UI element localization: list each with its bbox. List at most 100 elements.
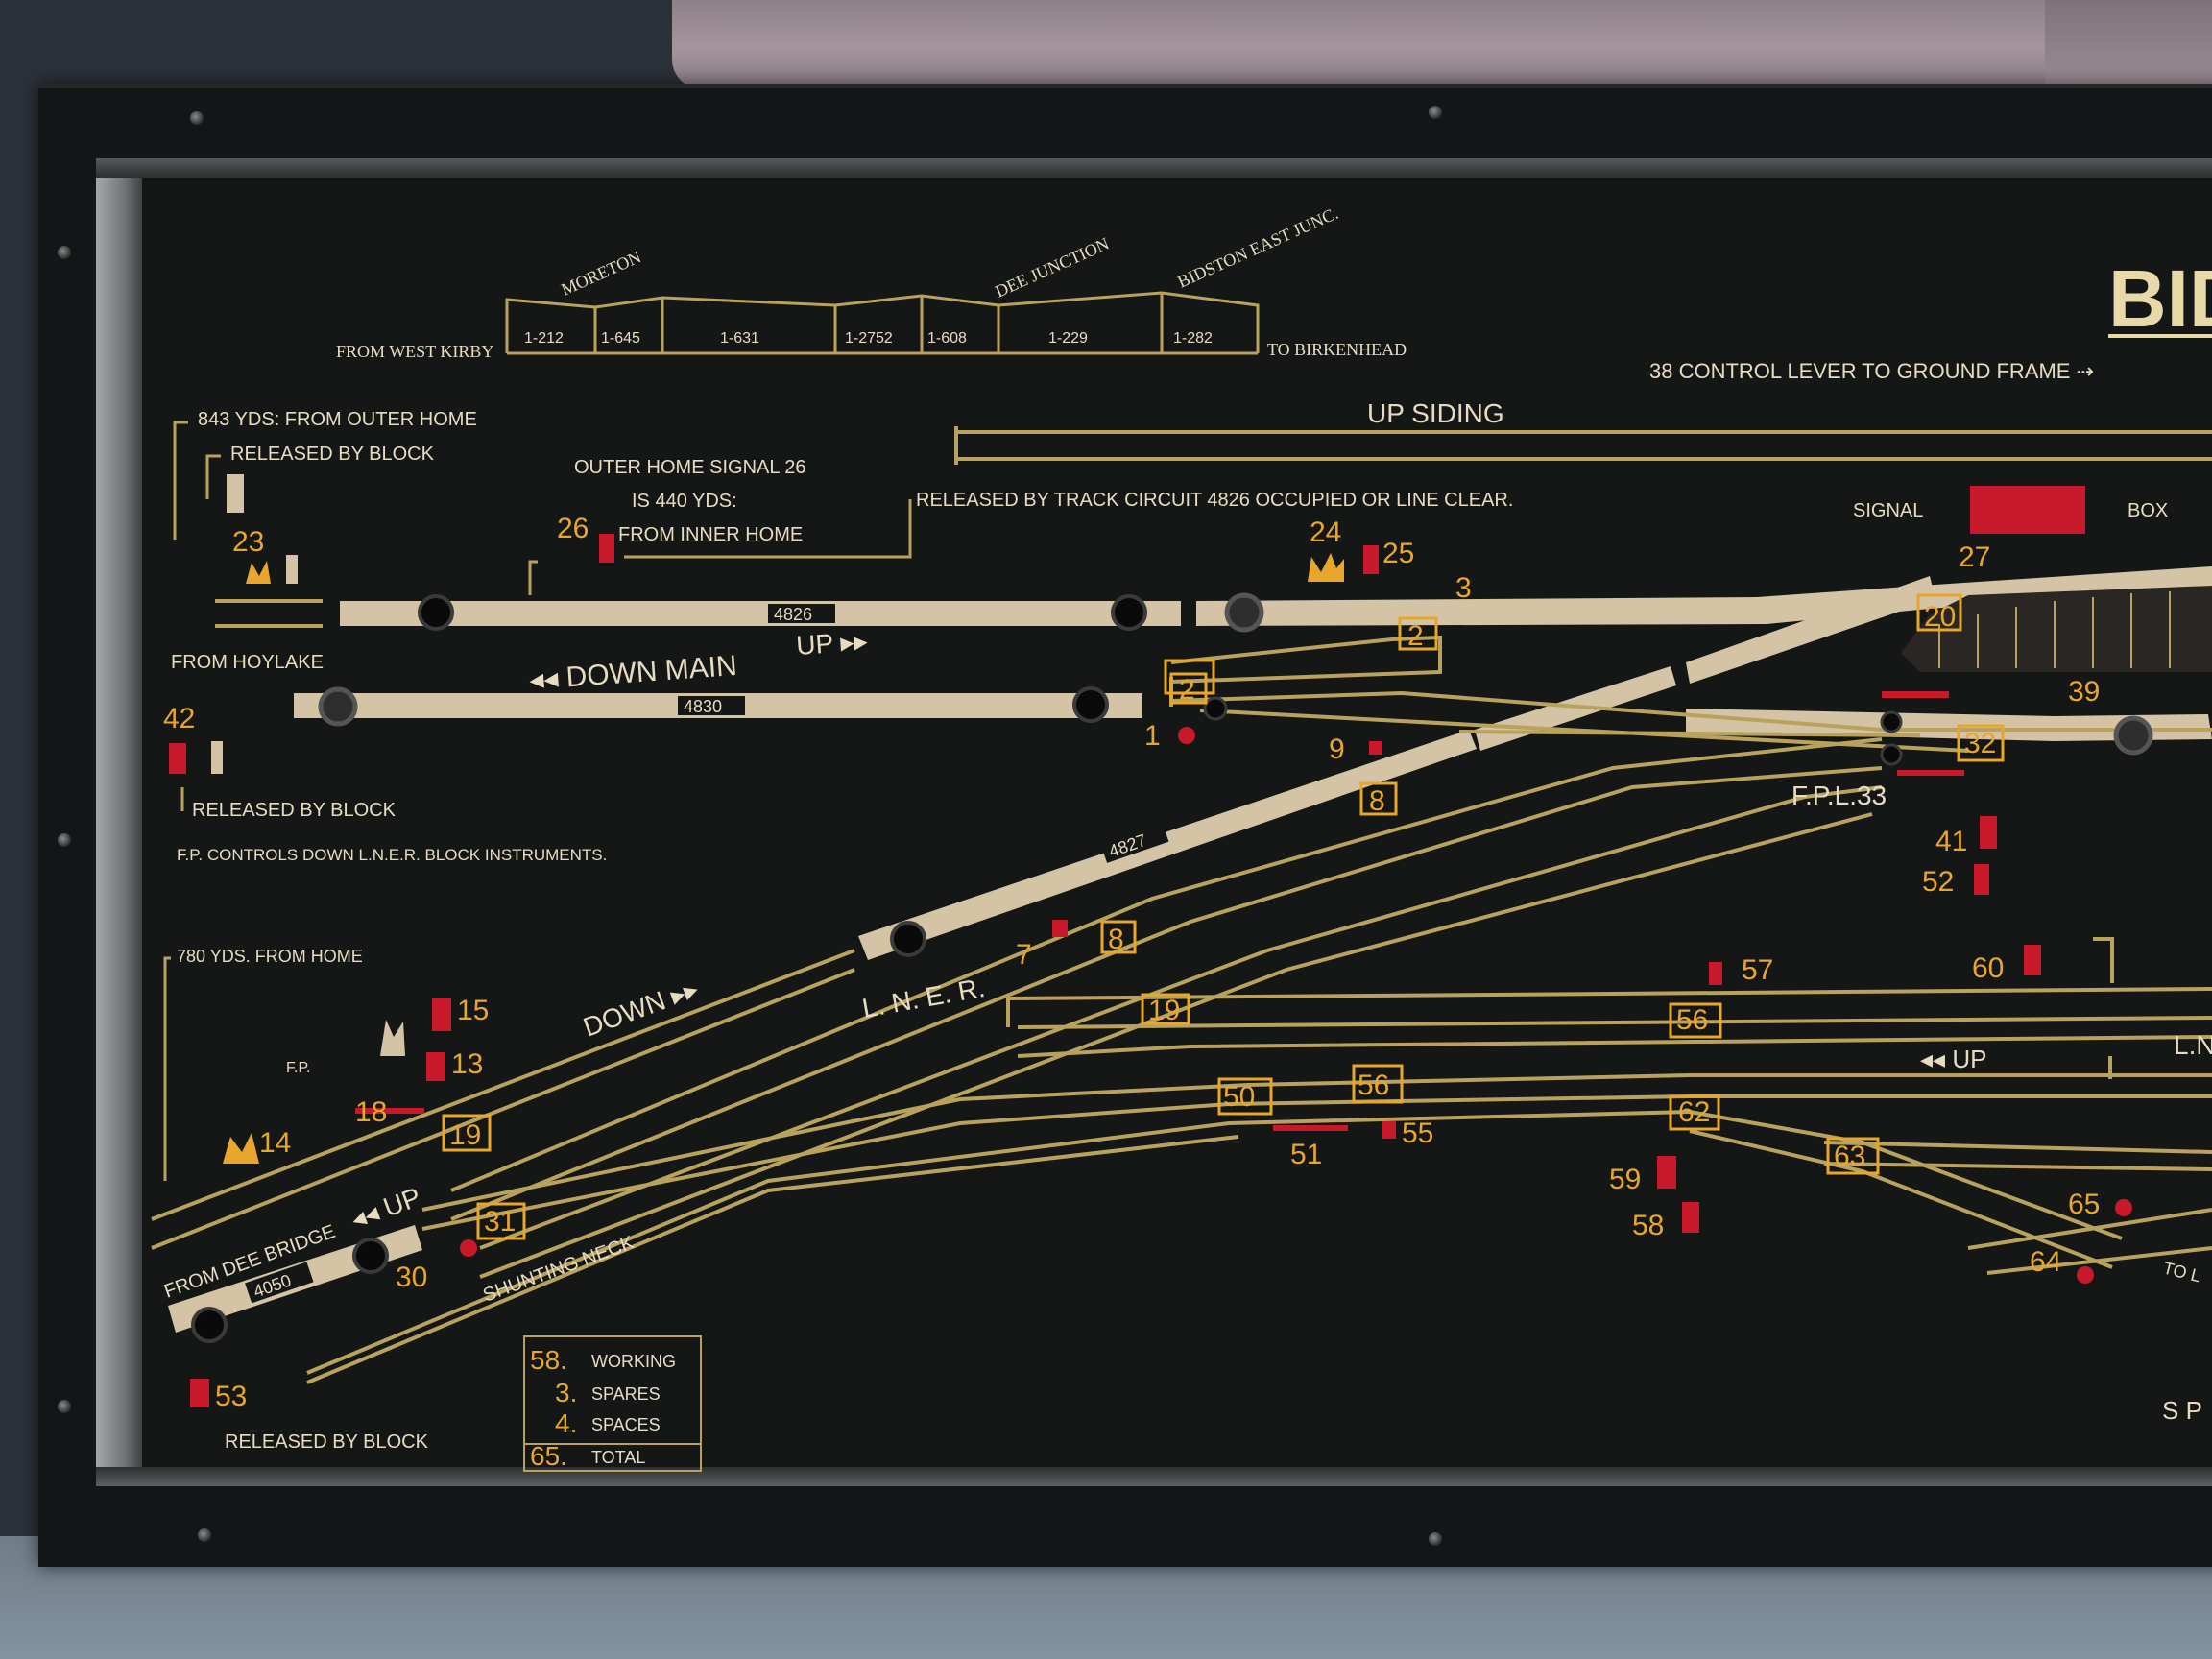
lever-summary-table: 58. WORKING 3. SPARES 4. SPACES 65. TOTA… bbox=[523, 1335, 702, 1472]
frame-screw bbox=[58, 833, 71, 847]
signal-42-indicator bbox=[169, 743, 186, 774]
lever-62: 62 bbox=[1678, 1096, 1710, 1128]
signal-32-upper bbox=[1882, 691, 1949, 698]
lever-32: 32 bbox=[1964, 728, 1996, 759]
note-brackets bbox=[163, 421, 912, 1181]
control-lever-note: 38 CONTROL LEVER TO GROUND FRAME ⇢ bbox=[1649, 359, 2094, 383]
lever-53: 53 bbox=[215, 1381, 247, 1412]
lever-63: 63 bbox=[1834, 1141, 1865, 1172]
track-circuit-4830: 4830 bbox=[684, 697, 722, 716]
summary-label: WORKING bbox=[591, 1352, 676, 1371]
signal-indicators bbox=[169, 534, 2132, 1407]
signal-9-indicator bbox=[1369, 741, 1382, 755]
lner-track-2 bbox=[1475, 666, 1676, 751]
lever-boxes bbox=[442, 593, 2005, 1240]
frame-screw bbox=[1429, 106, 1442, 119]
lner-right-label: L.N bbox=[2174, 1030, 2212, 1060]
up-siding-track bbox=[954, 426, 2212, 465]
fp-small-label: F.P. bbox=[286, 1060, 311, 1076]
track-circuit-note: RELEASED BY TRACK CIRCUIT 4826 OCCUPIED … bbox=[916, 490, 1513, 511]
lever-8-upper: 8 bbox=[1369, 785, 1385, 817]
lever-7: 7 bbox=[1016, 939, 1032, 971]
signal-13-indicator bbox=[426, 1052, 445, 1081]
thin-track-lines bbox=[151, 599, 2212, 1384]
cushion-background-right bbox=[2045, 0, 2212, 88]
diagram-title: BID bbox=[2108, 253, 2212, 344]
section-code: 1-608 bbox=[927, 330, 967, 347]
lever-65: 65 bbox=[2068, 1189, 2100, 1220]
sp-label: S P bbox=[2162, 1396, 2202, 1425]
signal-15-indicator bbox=[432, 998, 451, 1031]
track-circuit-4826: 4826 bbox=[774, 605, 812, 624]
yds-780-note: 780 YDS. FROM HOME bbox=[177, 947, 363, 966]
main-lines bbox=[168, 566, 2212, 1333]
section-code: 1-229 bbox=[1048, 330, 1088, 347]
frame-screw bbox=[198, 1528, 211, 1542]
lever-25: 25 bbox=[1382, 538, 1414, 569]
signal-53-indicator bbox=[190, 1379, 209, 1407]
lever-58: 58 bbox=[1632, 1210, 1664, 1241]
signal-23-arm bbox=[246, 561, 271, 584]
signal-52-indicator bbox=[1974, 864, 1989, 895]
frame-bevel-left bbox=[96, 158, 142, 1483]
section-code: 1-645 bbox=[601, 330, 640, 347]
signal-57-indicator bbox=[1709, 962, 1722, 985]
lever-8-lower: 8 bbox=[1108, 924, 1124, 955]
arm-signals bbox=[223, 553, 1344, 1164]
lner-track bbox=[858, 730, 1477, 960]
signal-7-indicator bbox=[1052, 920, 1068, 937]
signal-65-disc bbox=[2115, 1199, 2132, 1216]
signal-41-indicator bbox=[1980, 816, 1997, 849]
summary-label: SPARES bbox=[591, 1384, 661, 1404]
released-by-block-note-3: RELEASED BY BLOCK bbox=[225, 1431, 429, 1453]
lever-1: 1 bbox=[1144, 720, 1161, 752]
lever-39: 39 bbox=[2068, 676, 2100, 708]
platform-hatching bbox=[1901, 586, 2212, 672]
from-west-kirby-label: FROM WEST KIRBY bbox=[336, 342, 493, 361]
signal-box-label-right: BOX bbox=[2128, 500, 2168, 521]
signal-14-arm bbox=[223, 1133, 259, 1164]
section-code: 1-282 bbox=[1173, 330, 1213, 347]
lever-13: 13 bbox=[451, 1048, 483, 1080]
summary-num: 65. bbox=[530, 1441, 567, 1471]
fpl-33-label: F.P.L.33 bbox=[1791, 781, 1887, 810]
signal-box-label-left: SIGNAL bbox=[1853, 500, 1923, 521]
summary-num: 58. bbox=[530, 1345, 567, 1375]
lever-15: 15 bbox=[457, 995, 489, 1026]
lever-50: 50 bbox=[1223, 1081, 1255, 1113]
signal-24-arm bbox=[1308, 553, 1344, 582]
frame-screw bbox=[58, 1400, 71, 1413]
lever-55: 55 bbox=[1402, 1118, 1433, 1149]
lever-41: 41 bbox=[1936, 826, 1967, 857]
lever-52: 52 bbox=[1922, 866, 1954, 898]
cushion-background bbox=[672, 0, 2212, 88]
disc-signals bbox=[211, 474, 405, 1056]
signal-32-lower bbox=[1897, 770, 1964, 776]
up-lner-label: ◂◂ UP bbox=[1920, 1045, 1986, 1073]
outer-home-note-3: FROM INNER HOME bbox=[618, 524, 803, 545]
section-code: 1-212 bbox=[524, 330, 564, 347]
lever-56-upper: 56 bbox=[1676, 1004, 1708, 1036]
signal-1-disc bbox=[1178, 727, 1195, 744]
signal-59-indicator bbox=[1657, 1156, 1676, 1189]
frame-bevel-top bbox=[96, 158, 2212, 178]
signal-64-disc bbox=[2077, 1266, 2094, 1284]
signal-box-icon bbox=[1970, 486, 2085, 534]
from-hoylake-label: FROM HOYLAKE bbox=[171, 652, 324, 673]
lever-24: 24 bbox=[1310, 517, 1341, 548]
crossover-track bbox=[1686, 576, 1936, 684]
lever-60: 60 bbox=[1972, 952, 2004, 984]
to-birkenhead-label: TO BIRKENHEAD bbox=[1267, 340, 1407, 359]
lever-31: 31 bbox=[484, 1206, 516, 1238]
lever-20: 20 bbox=[1924, 601, 1956, 633]
summary-label: TOTAL bbox=[591, 1448, 645, 1467]
summary-num: 4. bbox=[555, 1408, 577, 1438]
signal-58-indicator bbox=[1682, 1202, 1699, 1233]
signal-25-indicator bbox=[1363, 545, 1379, 574]
diagram-board bbox=[142, 178, 2212, 1467]
up-main-track-left bbox=[340, 601, 1181, 626]
lever-holes bbox=[191, 592, 2153, 1343]
section-header bbox=[505, 291, 1260, 355]
section-codes: 1-212 1-645 1-631 1-2752 1-608 1-229 1-2… bbox=[524, 330, 1213, 347]
